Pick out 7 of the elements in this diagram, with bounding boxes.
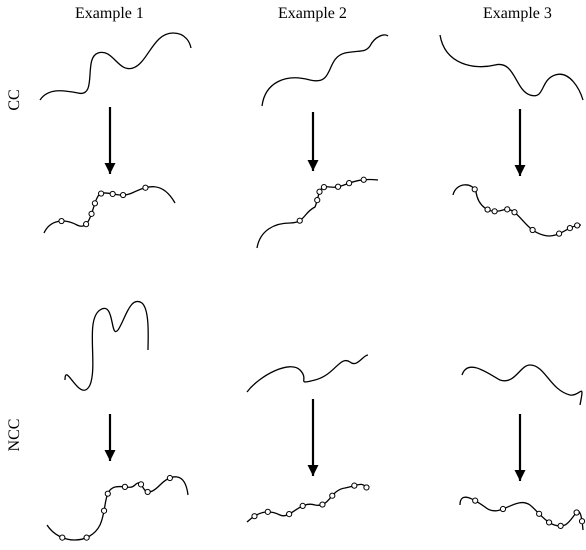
row-label: NCC — [5, 418, 24, 452]
row-label: CC — [5, 89, 24, 111]
column-header: Example 1 — [75, 4, 144, 24]
column-header: Example 3 — [483, 4, 552, 24]
sampled-curve-drawing — [255, 175, 380, 250]
sampled-curve-drawing — [245, 480, 370, 525]
column-header: Example 2 — [278, 4, 347, 24]
